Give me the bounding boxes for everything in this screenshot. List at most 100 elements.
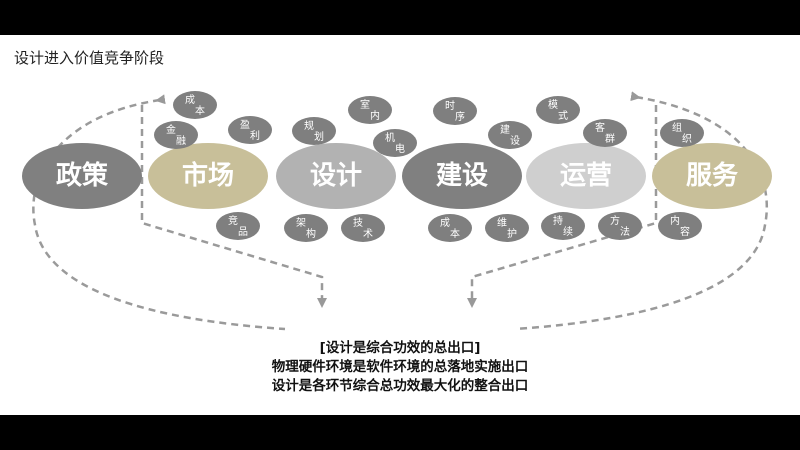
bubble-ellipse [583,119,627,147]
bubble-label: 式 [558,109,568,122]
stage-ellipse [402,143,522,209]
bubble-ellipse [284,214,328,242]
bubble-label: 竞 [228,214,238,227]
bubble-label: 法 [620,225,630,238]
keyword-bubble: 客群 [583,119,627,147]
bubble-label: 成 [185,94,195,106]
stage-ellipse [148,143,268,209]
bubble-ellipse [173,91,217,119]
bubble-label: 本 [450,227,460,240]
bubble-ellipse [341,214,385,242]
keyword-bubble: 机电 [373,129,417,157]
bubble-label: 本 [195,104,205,117]
bubble-ellipse [154,121,198,149]
keyword-bubble: 模式 [536,96,580,124]
bubble-ellipse [598,212,642,240]
bubble-label: 模 [548,99,558,111]
bubble-ellipse [428,214,472,242]
bubble-label: 机 [385,131,395,144]
keyword-bubble: 时序 [433,97,477,125]
bubble-label: 护 [507,227,517,240]
keyword-bubble: 持续 [541,212,585,240]
bubble-ellipse [216,212,260,240]
bubble-label: 容 [680,225,690,238]
bubble-label: 内 [370,109,380,122]
bubble-ellipse [228,116,272,144]
bubble-ellipse [660,119,704,147]
value-chain-diagram: 政策市场设计建设运营服务 成本金融盈利规划室内机电时序建设模式客群组织竞品架构技… [22,91,772,331]
keyword-bubble: 组织 [660,119,704,147]
stage-1: 政策 [22,143,142,209]
bubble-ellipse [292,117,336,145]
bubble-label: 划 [314,130,324,143]
right-outer-arc [514,91,769,331]
bubble-ellipse [536,96,580,124]
bubble-label: 续 [563,225,573,238]
bubble-label: 利 [250,130,260,142]
keyword-bubble: 室内 [348,96,392,124]
bubble-label: 持 [553,214,563,227]
bubble-label: 融 [176,135,186,147]
keyword-bubble: 内容 [658,212,702,240]
slide: 设计进入价值竞争阶段 政策市场设计建设运营服务 成本金融盈利规划室内机电时序建设… [0,35,800,415]
slide-title: 设计进入价值竞争阶段 [14,49,165,67]
bubble-label: 客 [595,121,605,134]
bubble-label: 规 [304,119,314,132]
bubble-label: 成 [440,217,450,229]
bubble-label: 序 [455,110,465,123]
bubble-label: 构 [306,227,316,240]
stage-label: 设计 [310,161,362,191]
stage-4: 建设 [402,143,522,209]
stage-label: 运营 [560,161,612,191]
stage-6: 服务 [652,143,772,209]
bubble-label: 时 [445,100,455,112]
stage-label: 政策 [56,160,108,191]
stage-ellipse [22,143,142,209]
bubble-ellipse [348,96,392,124]
bubble-label: 技 [353,216,363,229]
keyword-bubble: 金融 [154,121,198,149]
keyword-bubble: 维护 [485,214,529,242]
stage-label: 服务 [686,161,738,191]
bubble-label: 方 [610,214,620,227]
bubble-ellipse [485,214,529,242]
bubble-label: 架 [296,217,306,229]
caption-line-2: 物理硬件环境是软件环境的总落地实施出口 [271,359,529,375]
left-inner-path [140,105,327,308]
caption-line-3: 设计是各环节综合总功效最大化的整合出口 [271,378,529,394]
keyword-bubble: 成本 [428,214,472,242]
bubble-label: 术 [363,228,373,240]
bubble-ellipse [488,121,532,149]
stage-label: 建设 [436,161,488,191]
keyword-bubble: 方法 [598,212,642,240]
connector-arrows [32,91,769,331]
keyword-bubble: 规划 [292,117,336,145]
bubble-label: 金 [166,123,176,136]
stage-3: 设计 [276,143,396,209]
stage-label: 市场 [182,160,234,191]
stage-5: 运营 [526,143,646,209]
keyword-bubble: 建设 [488,121,532,149]
bubble-label: 织 [682,133,692,145]
bubble-label: 电 [395,142,405,155]
keyword-bubble: 技术 [341,214,385,242]
bubble-ellipse [433,97,477,125]
bubble-label: 群 [605,132,615,145]
bubble-ellipse [658,212,702,240]
caption: [设计是综合功效的总出口] 物理硬件环境是软件环境的总落地实施出口 设计是各环节… [0,339,800,396]
bubble-label: 内 [670,214,680,227]
bubble-label: 组 [672,121,682,134]
bubble-ellipse [373,129,417,157]
bubble-label: 室 [360,98,370,111]
bubble-label: 品 [238,226,248,238]
bubble-ellipse [541,212,585,240]
keyword-bubble: 架构 [284,214,328,242]
keyword-bubble: 竞品 [216,212,260,240]
stage-ellipse [276,143,396,209]
keyword-bubble: 盈利 [228,116,272,144]
stage-ellipse [652,143,772,209]
stage-ellipse [526,143,646,209]
bubble-label: 建 [500,123,510,136]
stage-2: 市场 [148,143,268,209]
bubble-label: 设 [510,135,520,147]
